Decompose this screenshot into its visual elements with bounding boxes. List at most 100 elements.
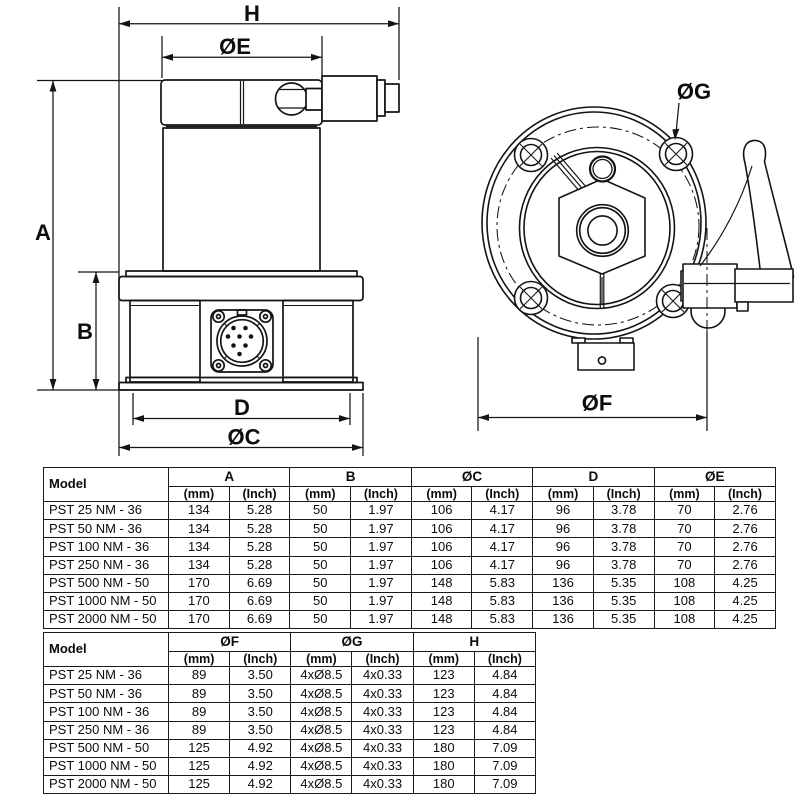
model-column-header: Model	[43, 632, 169, 667]
connector-inner-ring	[219, 318, 265, 364]
arrowhead	[49, 379, 57, 390]
dimension-value-cell: 4xØ8.5	[290, 684, 353, 704]
connector-pins	[225, 325, 254, 357]
model-name-cell: PST 500 NM - 50	[43, 738, 169, 758]
dimension-value-cell: 89	[167, 720, 231, 740]
dimension-value-cell: 4xØ8.5	[290, 702, 353, 722]
bolt-hole-top-left	[513, 137, 549, 173]
hub-top-hole	[588, 155, 617, 183]
dim-label-b: B	[77, 319, 93, 344]
dimension-value-cell: 7.09	[473, 775, 536, 795]
front-view	[118, 75, 400, 391]
dimension-value-cell: 96	[532, 555, 594, 575]
dimension-value-cell: 123	[412, 720, 475, 740]
dimension-value-cell: 5.83	[471, 610, 534, 630]
dim-label-h: H	[244, 1, 260, 26]
dimension-value-cell: 1.97	[350, 591, 412, 612]
dimension-value-cell: 125	[167, 775, 231, 795]
dimension-value-cell: 136	[532, 591, 594, 612]
dimension-value-cell: 89	[167, 684, 231, 704]
dimension-value-cell: 7.09	[473, 756, 536, 777]
dimension-group-header: ØG	[290, 632, 414, 652]
unit-mm-header: (mm)	[289, 486, 352, 502]
base-right-block-lines	[284, 304, 352, 378]
connector-screw	[211, 309, 226, 324]
arrowhead	[352, 444, 363, 451]
dimension-value-cell: 1.97	[350, 537, 412, 557]
dimension-value-cell: 3.78	[592, 555, 655, 575]
dimension-value-cell: 148	[410, 573, 473, 593]
dimension-value-cell: 134	[168, 519, 230, 539]
clamp-block-main	[682, 263, 738, 309]
model-name-cell: PST 100 NM - 36	[43, 702, 169, 722]
clamp-spring-curve	[699, 165, 753, 267]
dimension-value-cell: 2.76	[714, 500, 776, 521]
dimension-value-cell: 108	[653, 610, 716, 630]
dimension-value-cell: 4.92	[229, 775, 292, 795]
inner-rim-circle-2	[523, 150, 671, 306]
dimension-value-cell: 2.76	[714, 537, 776, 557]
dimension-value-cell: 106	[410, 537, 473, 557]
dim-label-d: D	[234, 395, 250, 420]
dimension-value-cell: 4x0.33	[351, 775, 414, 795]
dimension-value-cell: 7.09	[473, 738, 536, 758]
dimension-value-cell: 136	[532, 610, 594, 630]
dimension-value-cell: 1.97	[350, 573, 412, 593]
unit-inch-header: (Inch)	[229, 651, 292, 667]
cap-seam	[239, 81, 245, 124]
dimension-value-cell: 70	[653, 500, 716, 521]
dimension-value-cell: 4x0.33	[351, 720, 414, 740]
dimension-value-cell: 1.97	[350, 519, 412, 539]
dimension-group-header: ØF	[167, 632, 292, 652]
dimension-value-cell: 70	[653, 555, 716, 575]
dimension-drawing: H ØE A B D ØC ØG ØF	[35, 1, 795, 456]
dimension-value-cell: 148	[410, 591, 473, 612]
model-name-cell: PST 100 NM - 36	[43, 537, 169, 557]
dimension-value-cell: 50	[289, 537, 352, 557]
dimension-group-header: B	[289, 467, 412, 487]
unit-mm-header: (mm)	[410, 486, 473, 502]
dimension-value-cell: 1.97	[350, 555, 412, 575]
model-name-cell: PST 250 NM - 36	[43, 720, 169, 740]
dimension-value-cell: 4.17	[471, 500, 534, 521]
dim-label-f: ØF	[582, 391, 613, 416]
dimension-value-cell: 4.17	[471, 555, 534, 575]
model-name-cell: PST 2000 NM - 50	[43, 775, 169, 795]
dimension-value-cell: 5.35	[592, 610, 655, 630]
model-name-cell: PST 50 NM - 36	[43, 684, 169, 704]
model-name-cell: PST 250 NM - 36	[43, 555, 169, 575]
bottom-tab-hole	[597, 356, 607, 365]
outer-flange-circle-inner	[486, 111, 702, 335]
dimension-value-cell: 4xØ8.5	[290, 756, 353, 777]
dimension-value-cell: 5.83	[471, 591, 534, 612]
dimension-value-cell: 4.25	[714, 591, 776, 612]
dimension-value-cell: 4x0.33	[351, 738, 414, 758]
top-view-dimensions: ØG ØF	[477, 79, 711, 431]
dimension-value-cell: 170	[168, 610, 230, 630]
unit-inch-header: (Inch)	[473, 651, 536, 667]
dimension-value-cell: 5.35	[592, 573, 655, 593]
dimension-value-cell: 4.25	[714, 573, 776, 593]
dimension-value-cell: 4xØ8.5	[290, 665, 353, 686]
dimension-value-cell: 106	[410, 500, 473, 521]
dimension-value-cell: 3.78	[592, 537, 655, 557]
connector-screw	[258, 358, 273, 373]
dimension-value-cell: 125	[167, 738, 231, 758]
dimension-value-cell: 50	[289, 610, 352, 630]
lever-knob-slots	[278, 88, 305, 109]
inner-rim-circle	[518, 146, 676, 310]
dimension-value-cell: 6.69	[228, 591, 291, 612]
arrowhead	[119, 444, 130, 451]
bolt-hole-bottom-left	[513, 280, 549, 316]
dimension-group-header: H	[412, 632, 536, 652]
dimension-value-cell: 4xØ8.5	[290, 775, 353, 795]
dimension-value-cell: 3.78	[592, 500, 655, 521]
